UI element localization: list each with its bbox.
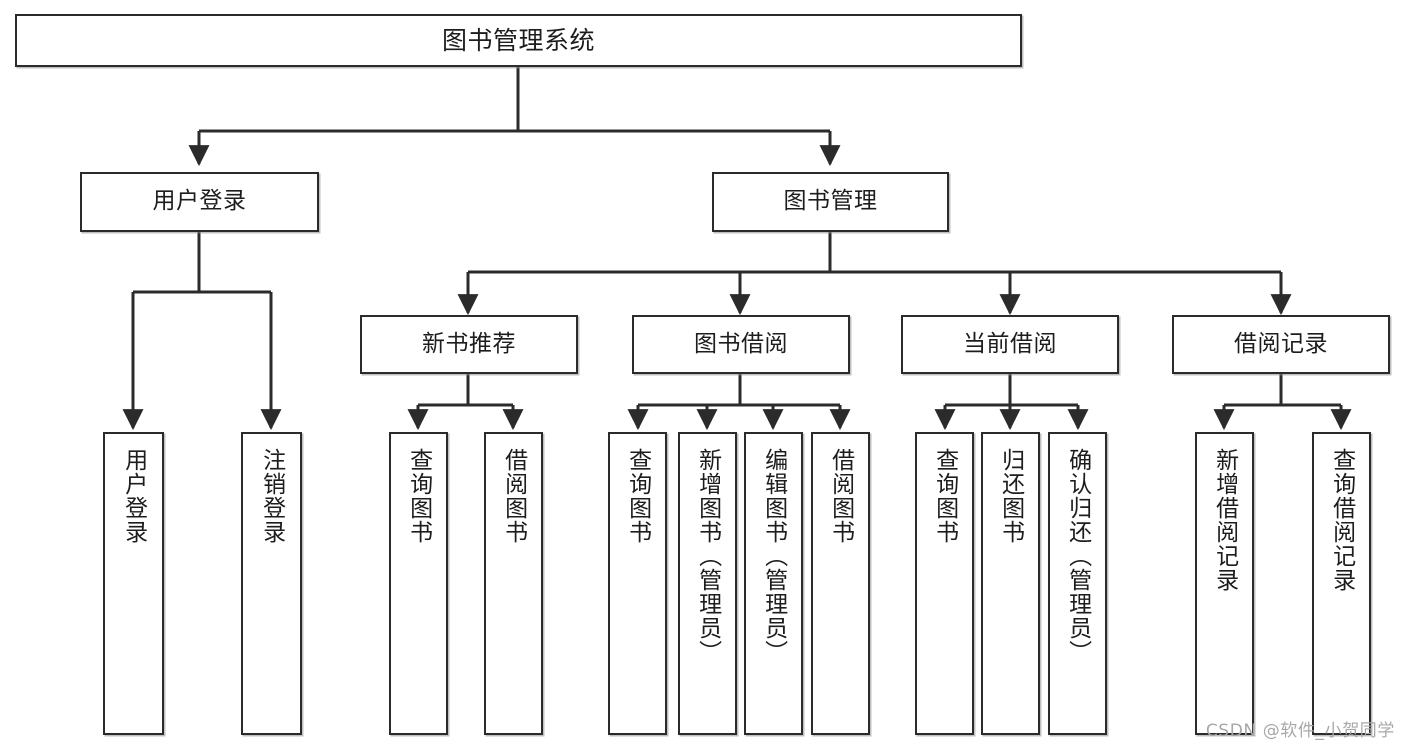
leaf-borrow-query-books[interactable]: 查询图书 <box>608 432 667 735</box>
leaf-borrow-edit-book-admin[interactable]: 编辑图书（管理员） <box>744 432 803 735</box>
node-label: 借阅图书 <box>827 448 854 544</box>
node-root-book-management-system[interactable]: 图书管理系统 <box>15 14 1022 67</box>
node-label: 归还图书 <box>997 448 1024 544</box>
leaf-current-confirm-return-admin[interactable]: 确认归还（管理员） <box>1048 432 1107 735</box>
node-label: 用户登录 <box>152 188 247 215</box>
node-label: 查询图书 <box>931 448 958 544</box>
leaf-current-return-books[interactable]: 归还图书 <box>981 432 1040 735</box>
node-book-borrow[interactable]: 图书借阅 <box>632 315 850 374</box>
node-label: 图书管理系统 <box>441 25 595 55</box>
leaf-record-query-record[interactable]: 查询借阅记录 <box>1312 432 1371 735</box>
node-label: 新增图书（管理员） <box>694 448 721 664</box>
node-label: 注销登录 <box>258 448 285 544</box>
node-label: 查询图书 <box>405 448 432 544</box>
node-label: 借阅图书 <box>500 448 527 544</box>
node-current-borrow[interactable]: 当前借阅 <box>901 315 1119 374</box>
node-book-management[interactable]: 图书管理 <box>712 172 949 232</box>
leaf-borrow-add-book-admin[interactable]: 新增图书（管理员） <box>678 432 737 735</box>
node-label: 图书管理 <box>783 188 878 215</box>
node-borrow-record[interactable]: 借阅记录 <box>1172 315 1390 374</box>
node-label: 查询图书 <box>624 448 651 544</box>
node-new-book-recommend[interactable]: 新书推荐 <box>360 315 578 374</box>
leaf-current-query-books[interactable]: 查询图书 <box>915 432 974 735</box>
node-label: 借阅记录 <box>1234 330 1328 357</box>
node-label: 新书推荐 <box>422 330 516 357</box>
node-label: 编辑图书（管理员） <box>760 448 787 664</box>
csdn-watermark: CSDN @软件_小贺同学 <box>1205 721 1395 741</box>
leaf-new-book-borrow-books[interactable]: 借阅图书 <box>484 432 543 735</box>
node-label: 图书借阅 <box>694 330 788 357</box>
node-label: 用户登录 <box>120 448 147 544</box>
leaf-record-add-record[interactable]: 新增借阅记录 <box>1195 432 1254 735</box>
leaf-borrow-borrow-books[interactable]: 借阅图书 <box>811 432 870 735</box>
leaf-user-login-logout[interactable]: 注销登录 <box>241 432 302 735</box>
node-label: 当前借阅 <box>963 330 1057 357</box>
leaf-new-book-query-books[interactable]: 查询图书 <box>389 432 448 735</box>
node-label: 新增借阅记录 <box>1211 448 1238 592</box>
node-label: 确认归还（管理员） <box>1064 448 1091 664</box>
node-label: 查询借阅记录 <box>1328 448 1355 592</box>
node-user-login[interactable]: 用户登录 <box>80 172 319 232</box>
leaf-user-login-login[interactable]: 用户登录 <box>103 432 164 735</box>
